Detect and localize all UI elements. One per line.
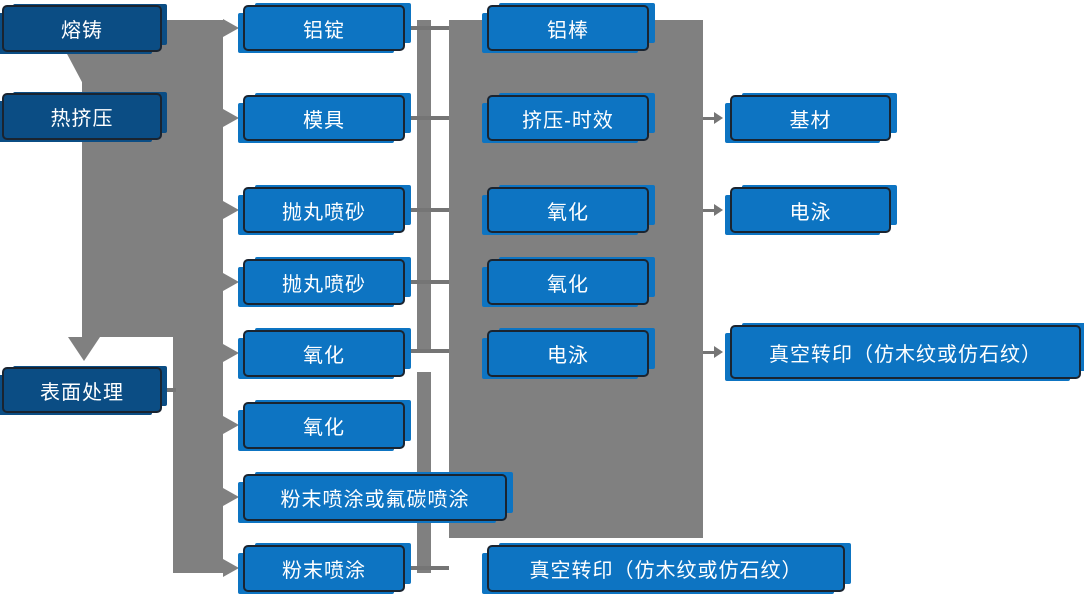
node-base-material: 基材 bbox=[730, 95, 891, 141]
node-shot-blast-2: 抛丸喷砂 bbox=[243, 259, 405, 305]
connector-line-to-vacuum-transfer bbox=[703, 351, 716, 354]
arrow-right-row2-icon bbox=[223, 109, 239, 127]
arrow-right-row4-icon bbox=[223, 273, 239, 291]
node-surface-treatment: 表面处理 bbox=[2, 367, 162, 413]
arrow-down-melting-to-hot-extrusion-icon bbox=[66, 52, 100, 84]
arrow-right-row6-icon bbox=[223, 416, 239, 434]
node-extrusion-aging: 挤压-时效 bbox=[487, 95, 649, 141]
arrow-to-vacuum-transfer-icon bbox=[714, 346, 723, 358]
connector-line-to-base-material bbox=[703, 117, 716, 120]
node-oxidation-c3-2: 氧化 bbox=[487, 259, 649, 305]
arrow-right-row5-icon bbox=[223, 344, 239, 362]
connector-stub-row2 bbox=[405, 116, 449, 120]
arrow-right-row3-icon bbox=[223, 201, 239, 219]
arrow-right-row1-icon bbox=[223, 19, 239, 37]
node-aluminum-ingot: 铝锭 bbox=[243, 5, 405, 51]
node-electrophoresis-c3: 电泳 bbox=[487, 330, 649, 377]
node-electrophoresis-c4: 电泳 bbox=[730, 187, 891, 233]
node-vacuum-transfer-c4: 真空转印（仿木纹或仿石纹） bbox=[730, 325, 1081, 379]
node-shot-blast-1: 抛丸喷砂 bbox=[243, 187, 405, 233]
arrow-right-row8-icon bbox=[223, 559, 239, 577]
node-melting: 熔铸 bbox=[2, 5, 162, 52]
node-oxidation-c2-2: 氧化 bbox=[243, 402, 405, 449]
connector-left-block bbox=[82, 20, 223, 337]
arrow-to-base-material-icon bbox=[714, 112, 723, 124]
node-aluminum-rod: 铝棒 bbox=[487, 5, 649, 51]
connector-surface-treatment-line bbox=[160, 388, 176, 392]
node-powder: 粉末喷涂 bbox=[243, 545, 405, 592]
arrow-to-electrophoresis-icon bbox=[714, 204, 723, 216]
connector-mid-bar-lower bbox=[417, 372, 431, 573]
arrow-right-row7-icon bbox=[223, 488, 239, 506]
connector-line-to-electrophoresis bbox=[703, 209, 716, 212]
node-hot-extrusion: 热挤压 bbox=[2, 93, 162, 140]
node-powder-fluorocarbon: 粉末喷涂或氟碳喷涂 bbox=[243, 474, 507, 521]
node-vacuum-transfer-c3: 真空转印（仿木纹或仿石纹） bbox=[487, 545, 845, 592]
connector-mid-bar-upper bbox=[417, 20, 431, 353]
node-oxidation-c2-1: 氧化 bbox=[243, 330, 405, 377]
node-oxidation-c3-1: 氧化 bbox=[487, 187, 649, 233]
node-mold: 模具 bbox=[243, 95, 405, 141]
connector-stub-row5 bbox=[405, 349, 449, 353]
connector-stub-row8 bbox=[405, 566, 449, 570]
connector-stub-row4 bbox=[405, 280, 449, 284]
connector-stub-row1 bbox=[405, 26, 449, 30]
connector-stub-row3 bbox=[405, 208, 449, 212]
arrow-down-to-surface-treatment-icon bbox=[68, 337, 100, 361]
connector-left-bar bbox=[173, 337, 223, 573]
